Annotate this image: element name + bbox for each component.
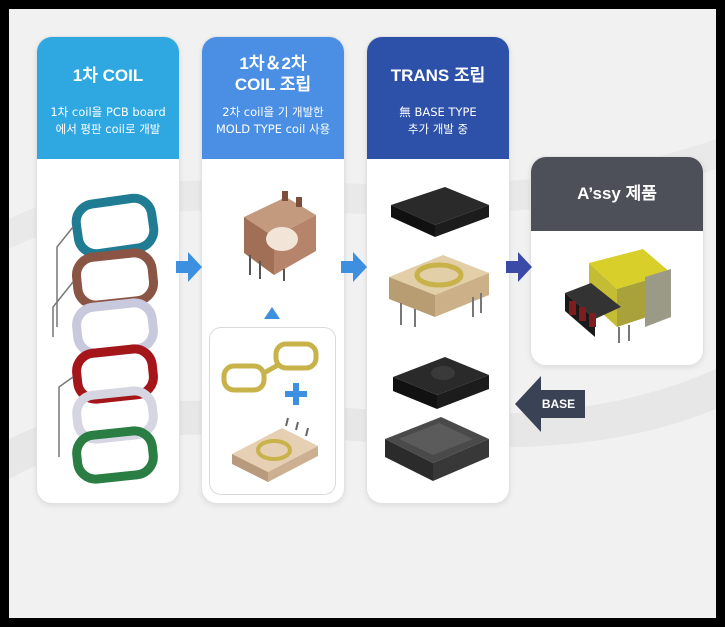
step-desc-line: 2차 coil을 기 개발한: [222, 105, 324, 119]
step-header: 1차 COIL 1차 coil을 PCB board 에서 평판 coil로 개…: [37, 37, 179, 159]
flow-arrow-icon: [176, 252, 202, 282]
step-title-line: 1차＆2차: [239, 54, 307, 73]
assembled-transformer-image: [565, 249, 671, 343]
step-desc-line: MOLD TYPE coil 사용: [215, 122, 331, 136]
step-desc-line: 無 BASE TYPE: [399, 105, 477, 119]
step-card-coil-assembly: 1차＆2차 COIL 조립 2차 coil을 기 개발한 MOLD TYPE c…: [201, 36, 345, 504]
step-desc-line: 1차 coil을 PCB board: [50, 105, 166, 119]
step-desc-line: 추가 개발 중: [407, 122, 469, 136]
stacked-coil-layers-image: [52, 193, 159, 484]
flow-arrow-icon: [506, 252, 532, 282]
base-housing-image: [385, 417, 489, 481]
left-arrow-icon: [515, 376, 585, 432]
step-card-trans-assembly: TRANS 조립 無 BASE TYPE 추가 개발 중: [366, 36, 510, 504]
plus-icon: [285, 383, 307, 405]
transformer-coil-image: [389, 255, 489, 327]
step-title: A’ssy 제품: [577, 184, 657, 203]
bobbin-coil-assembly-image: [232, 417, 318, 482]
step-title: 1차 COIL: [72, 66, 144, 85]
step-header: A’ssy 제품: [531, 157, 703, 231]
step-card-assy-product: A’ssy 제품: [530, 156, 704, 366]
ferrite-core-top-image: [391, 187, 489, 237]
mold-bobbin-image: [244, 191, 316, 281]
diagram-canvas: 1차 COIL 1차 coil을 PCB board 에서 평판 coil로 개…: [9, 9, 716, 618]
secondary-coil-inset: [209, 327, 336, 495]
step-title: TRANS 조립: [390, 66, 486, 85]
step-title-line: COIL 조립: [234, 75, 312, 94]
step-card-primary-coil: 1차 COIL 1차 coil을 PCB board 에서 평판 coil로 개…: [36, 36, 180, 504]
step-header: 1차＆2차 COIL 조립 2차 coil을 기 개발한 MOLD TYPE c…: [202, 37, 344, 159]
up-triangle-icon: [264, 307, 280, 319]
base-label: BASE: [541, 397, 576, 411]
step-desc-line: 에서 평판 coil로 개발: [55, 122, 161, 136]
background-swoosh: [9, 139, 716, 479]
mold-coil-image: [221, 341, 319, 393]
flow-arrow-icon: [341, 252, 367, 282]
ferrite-core-bottom-image: [393, 357, 489, 409]
step-header: TRANS 조립 無 BASE TYPE 추가 개발 중: [367, 37, 509, 159]
